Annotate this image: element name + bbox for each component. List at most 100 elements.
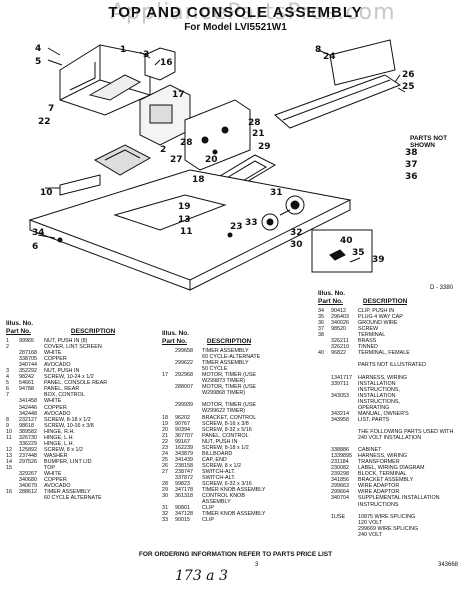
callout-11: 11 bbox=[180, 227, 193, 237]
col2-desc-header: DESCRIPTION bbox=[206, 338, 252, 345]
part-no: 238747 bbox=[175, 468, 193, 475]
part-description: WIRE ADAPTOR bbox=[358, 489, 400, 496]
illus-no: 5 bbox=[6, 380, 9, 387]
part-description: BRASS bbox=[358, 338, 377, 345]
illus-no: 24 bbox=[162, 450, 168, 457]
part-no: 299622 bbox=[175, 360, 193, 367]
parts-row: PARTS NOT ILLUSTRATED bbox=[318, 362, 458, 368]
illus-no: 16 bbox=[6, 489, 12, 496]
part-no: 329267 bbox=[19, 471, 37, 478]
part-description: INSTRUCTIONS, bbox=[358, 386, 400, 393]
part-no: 340704 bbox=[331, 495, 349, 502]
part-no: 54661 bbox=[19, 380, 34, 387]
illus-no: 10 bbox=[6, 428, 12, 435]
part-no: 98520 bbox=[331, 326, 346, 333]
part-no: 296403 bbox=[331, 314, 349, 321]
part-no: 96202 bbox=[175, 414, 190, 421]
callout-4: 4 bbox=[35, 44, 42, 54]
illus-no bbox=[318, 532, 331, 538]
callout-38: 38 bbox=[405, 148, 418, 158]
callout-34: 34 bbox=[32, 228, 45, 238]
callout-28: 28 bbox=[180, 138, 193, 148]
part-description: WASHER bbox=[44, 452, 68, 459]
part-no: 90767 bbox=[175, 420, 190, 427]
part-description: INSTRUCTIONS, bbox=[358, 398, 400, 405]
parts-row: INSTRUCTIONS bbox=[318, 502, 458, 508]
callout-31: 31 bbox=[270, 188, 283, 198]
parts-row: ASSEMBLY bbox=[162, 499, 294, 505]
part-description: TIMER ASSEMBLY bbox=[44, 489, 91, 496]
part-no: 340680 bbox=[19, 477, 37, 484]
part-no: 231184 bbox=[331, 459, 349, 466]
illus-no: 17 bbox=[162, 372, 168, 379]
illus-no: 20 bbox=[162, 426, 168, 433]
callout-17: 17 bbox=[172, 90, 185, 100]
watermark: AppliancePartsPros.com bbox=[110, 0, 396, 25]
part-description: SCREW, 8-18 x 1/2 bbox=[202, 444, 249, 451]
callout-13: 13 bbox=[178, 215, 191, 225]
illus-no: 19 bbox=[162, 420, 168, 427]
part-description: SWITCH-ALT. bbox=[202, 474, 236, 481]
part-no: 341439 bbox=[175, 456, 193, 463]
callout-33: 33 bbox=[245, 218, 258, 228]
part-no bbox=[331, 532, 358, 538]
parts-row: 60 CYCLE-ALTERNATE bbox=[162, 354, 294, 360]
part-no: 347178 bbox=[175, 487, 193, 494]
part-no: 336229 bbox=[19, 440, 37, 447]
parts-not-shown-label: PARTS NOT SHOWN bbox=[410, 135, 448, 149]
parts-row: THE FOLLOWING PARTS USED WITH bbox=[318, 429, 458, 435]
illus-no: 15 bbox=[6, 464, 12, 471]
callout-36: 36 bbox=[405, 172, 418, 182]
parts-row: 288007 MOTOR, TIMER (USE bbox=[162, 384, 294, 390]
illus-no: 8 bbox=[6, 416, 9, 423]
part-description: 10875 WIRE SPLICING bbox=[358, 513, 416, 520]
document-code: 343668 bbox=[438, 562, 459, 568]
part-description: CLIP, PUSH IN bbox=[358, 308, 395, 314]
part-no: 99823 bbox=[175, 481, 190, 488]
part-description: NUT, PUSH IN bbox=[44, 368, 80, 375]
part-description: MOTOR, TIMER (USE bbox=[202, 384, 257, 391]
parts-row: 15 TOP bbox=[6, 465, 136, 471]
callout-29: 29 bbox=[258, 142, 271, 152]
callout-30: 30 bbox=[290, 240, 303, 250]
part-no: 237448 bbox=[19, 452, 37, 459]
callout-3: 3 bbox=[143, 50, 150, 60]
illus-no: 22 bbox=[162, 438, 168, 445]
illus-no: 29 bbox=[162, 487, 168, 494]
part-no: 288007 bbox=[175, 384, 193, 391]
part-description: COPPER bbox=[44, 404, 67, 411]
part-description: TIMER ASSEMBLY bbox=[202, 348, 249, 354]
ordering-note: FOR ORDERING INFORMATION REFER TO PARTS … bbox=[138, 551, 333, 558]
part-description: CLIP bbox=[202, 517, 214, 524]
part-description: SCREW, 8-32 x 5/16 bbox=[202, 426, 252, 433]
illus-no: 40 bbox=[318, 350, 324, 357]
parts-row: W299868 TIMER) bbox=[162, 390, 294, 396]
part-description: INSTRUCTIONS bbox=[358, 501, 399, 508]
parts-row: OPERATING bbox=[318, 405, 458, 411]
callout-10: 10 bbox=[40, 188, 53, 198]
part-no: 1341717 bbox=[331, 374, 352, 381]
exploded-diagram bbox=[28, 39, 406, 291]
part-description: WHITE bbox=[44, 350, 62, 357]
handwritten-note: 173 a 3 bbox=[175, 568, 228, 584]
part-no: 342448 bbox=[19, 410, 37, 417]
